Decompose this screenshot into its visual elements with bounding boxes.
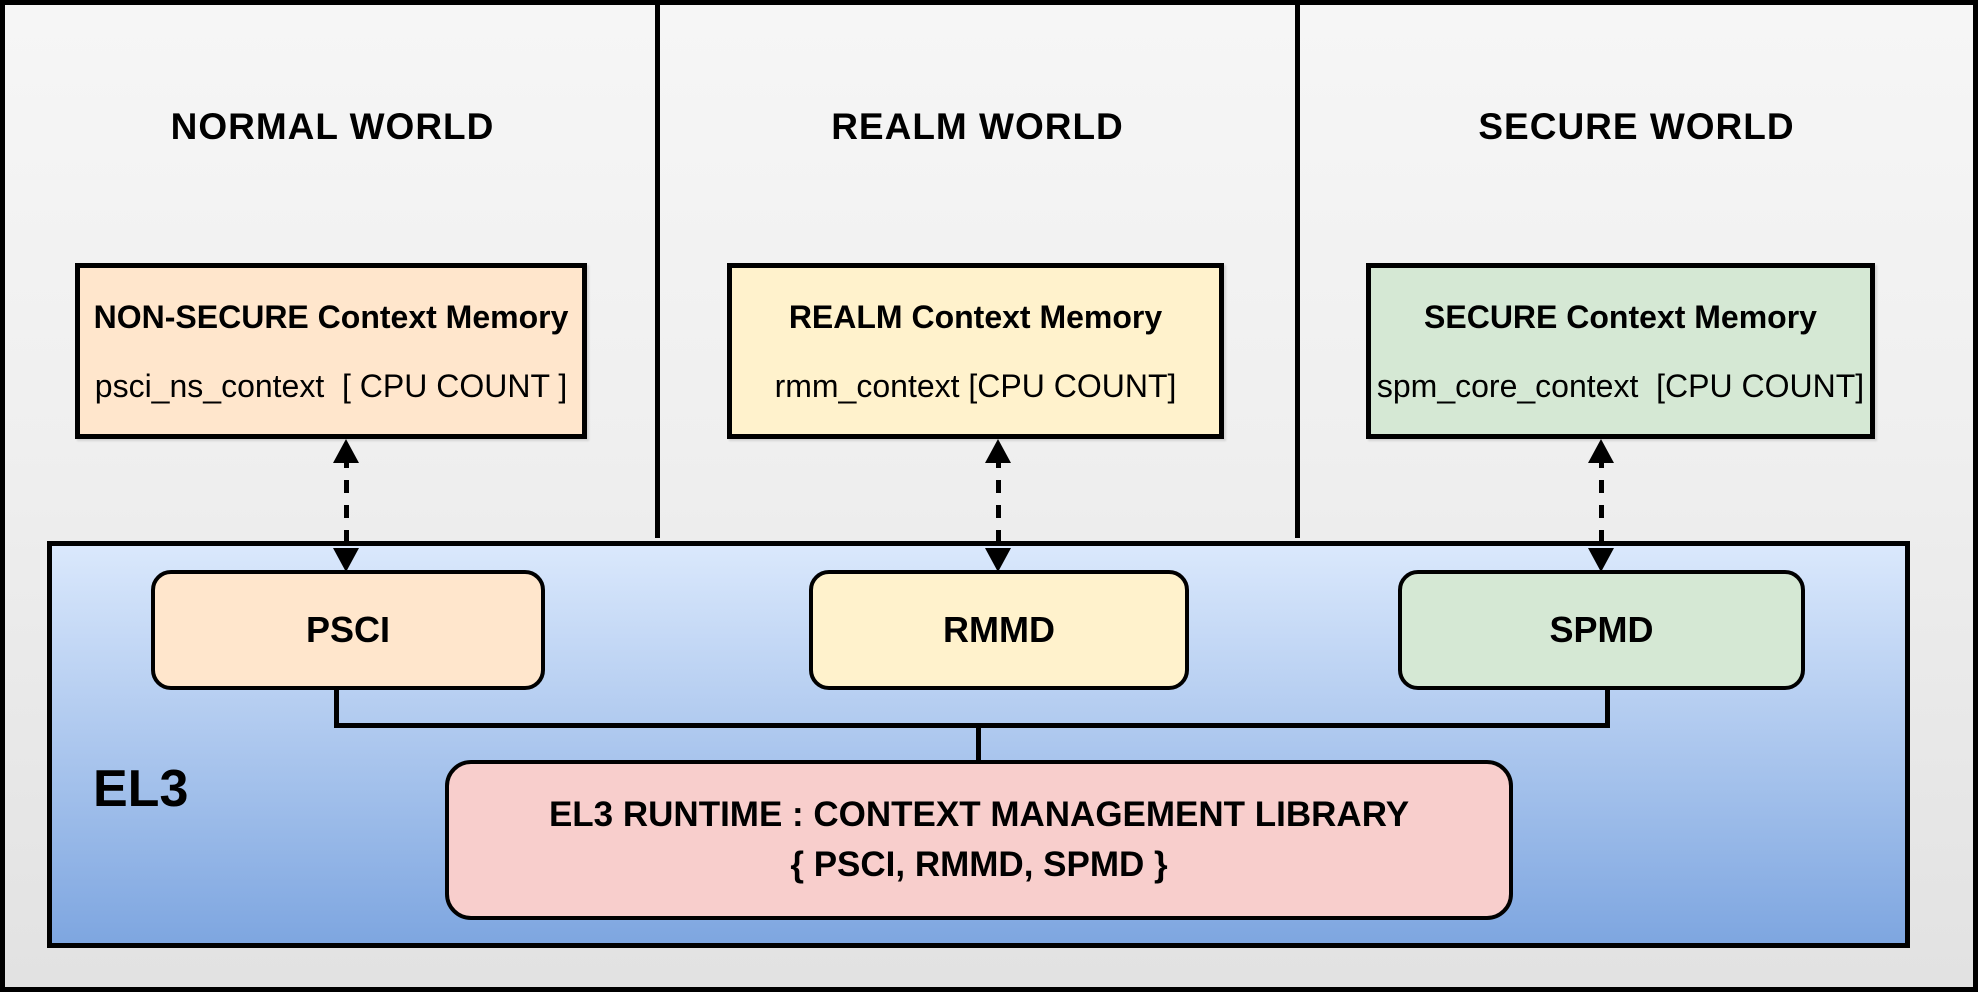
spmd-context-dashed-arrow	[1588, 439, 1614, 572]
spmd-connector-stub	[1605, 690, 1610, 728]
spmd-module-label: SPMD	[1549, 609, 1654, 650]
rmmd-module-label: RMMD	[943, 609, 1055, 650]
el3-runtime-title: EL3 RUNTIME : CONTEXT MANAGEMENT LIBRARY	[548, 795, 1410, 834]
connector-rail	[334, 723, 1610, 728]
secure-context-array-label: spm_core_context [CPU COUNT]	[1376, 367, 1865, 404]
el3-runtime-box: EL3 RUNTIME : CONTEXT MANAGEMENT LIBRARY…	[445, 760, 1513, 920]
el3-label: EL3	[93, 760, 189, 818]
runtime-connector-drop	[976, 723, 981, 763]
world-separator-realm-secure	[1295, 5, 1300, 538]
dashed-line	[1599, 455, 1604, 556]
world-separator-normal-realm	[655, 5, 660, 538]
non-secure-context-memory-box: NON-SECURE Context Memory psci_ns_contex…	[75, 263, 587, 439]
realm-context-memory-title: REALM Context Memory	[788, 298, 1163, 335]
secure-context-memory-box: SECURE Context Memory spm_core_context […	[1366, 263, 1875, 439]
dashed-line	[996, 455, 1001, 556]
arrow-down-icon	[333, 548, 359, 572]
psci-context-dashed-arrow	[333, 439, 359, 572]
spmd-module-box: SPMD	[1398, 570, 1805, 690]
secure-context-memory-title: SECURE Context Memory	[1424, 298, 1817, 335]
secure-world-title: SECURE WORLD	[1478, 106, 1795, 147]
non-secure-context-array-label: psci_ns_context [ CPU COUNT ]	[94, 367, 568, 404]
non-secure-context-memory-title: NON-SECURE Context Memory	[93, 298, 569, 335]
psci-module-label: PSCI	[305, 609, 391, 650]
rmmd-module-box: RMMD	[809, 570, 1189, 690]
psci-module-box: PSCI	[151, 570, 545, 690]
dashed-line	[344, 455, 349, 556]
el3-runtime-modules: { PSCI, RMMD, SPMD }	[790, 845, 1168, 884]
psci-connector-stub	[334, 690, 339, 728]
rmmd-context-dashed-arrow	[985, 439, 1011, 572]
arrow-down-icon	[1588, 548, 1614, 572]
normal-world-title: NORMAL WORLD	[170, 106, 495, 147]
realm-world-title: REALM WORLD	[831, 106, 1124, 147]
arrow-down-icon	[985, 548, 1011, 572]
realm-context-array-label: rmm_context [CPU COUNT]	[774, 367, 1177, 404]
realm-context-memory-box: REALM Context Memory rmm_context [CPU CO…	[727, 263, 1224, 439]
